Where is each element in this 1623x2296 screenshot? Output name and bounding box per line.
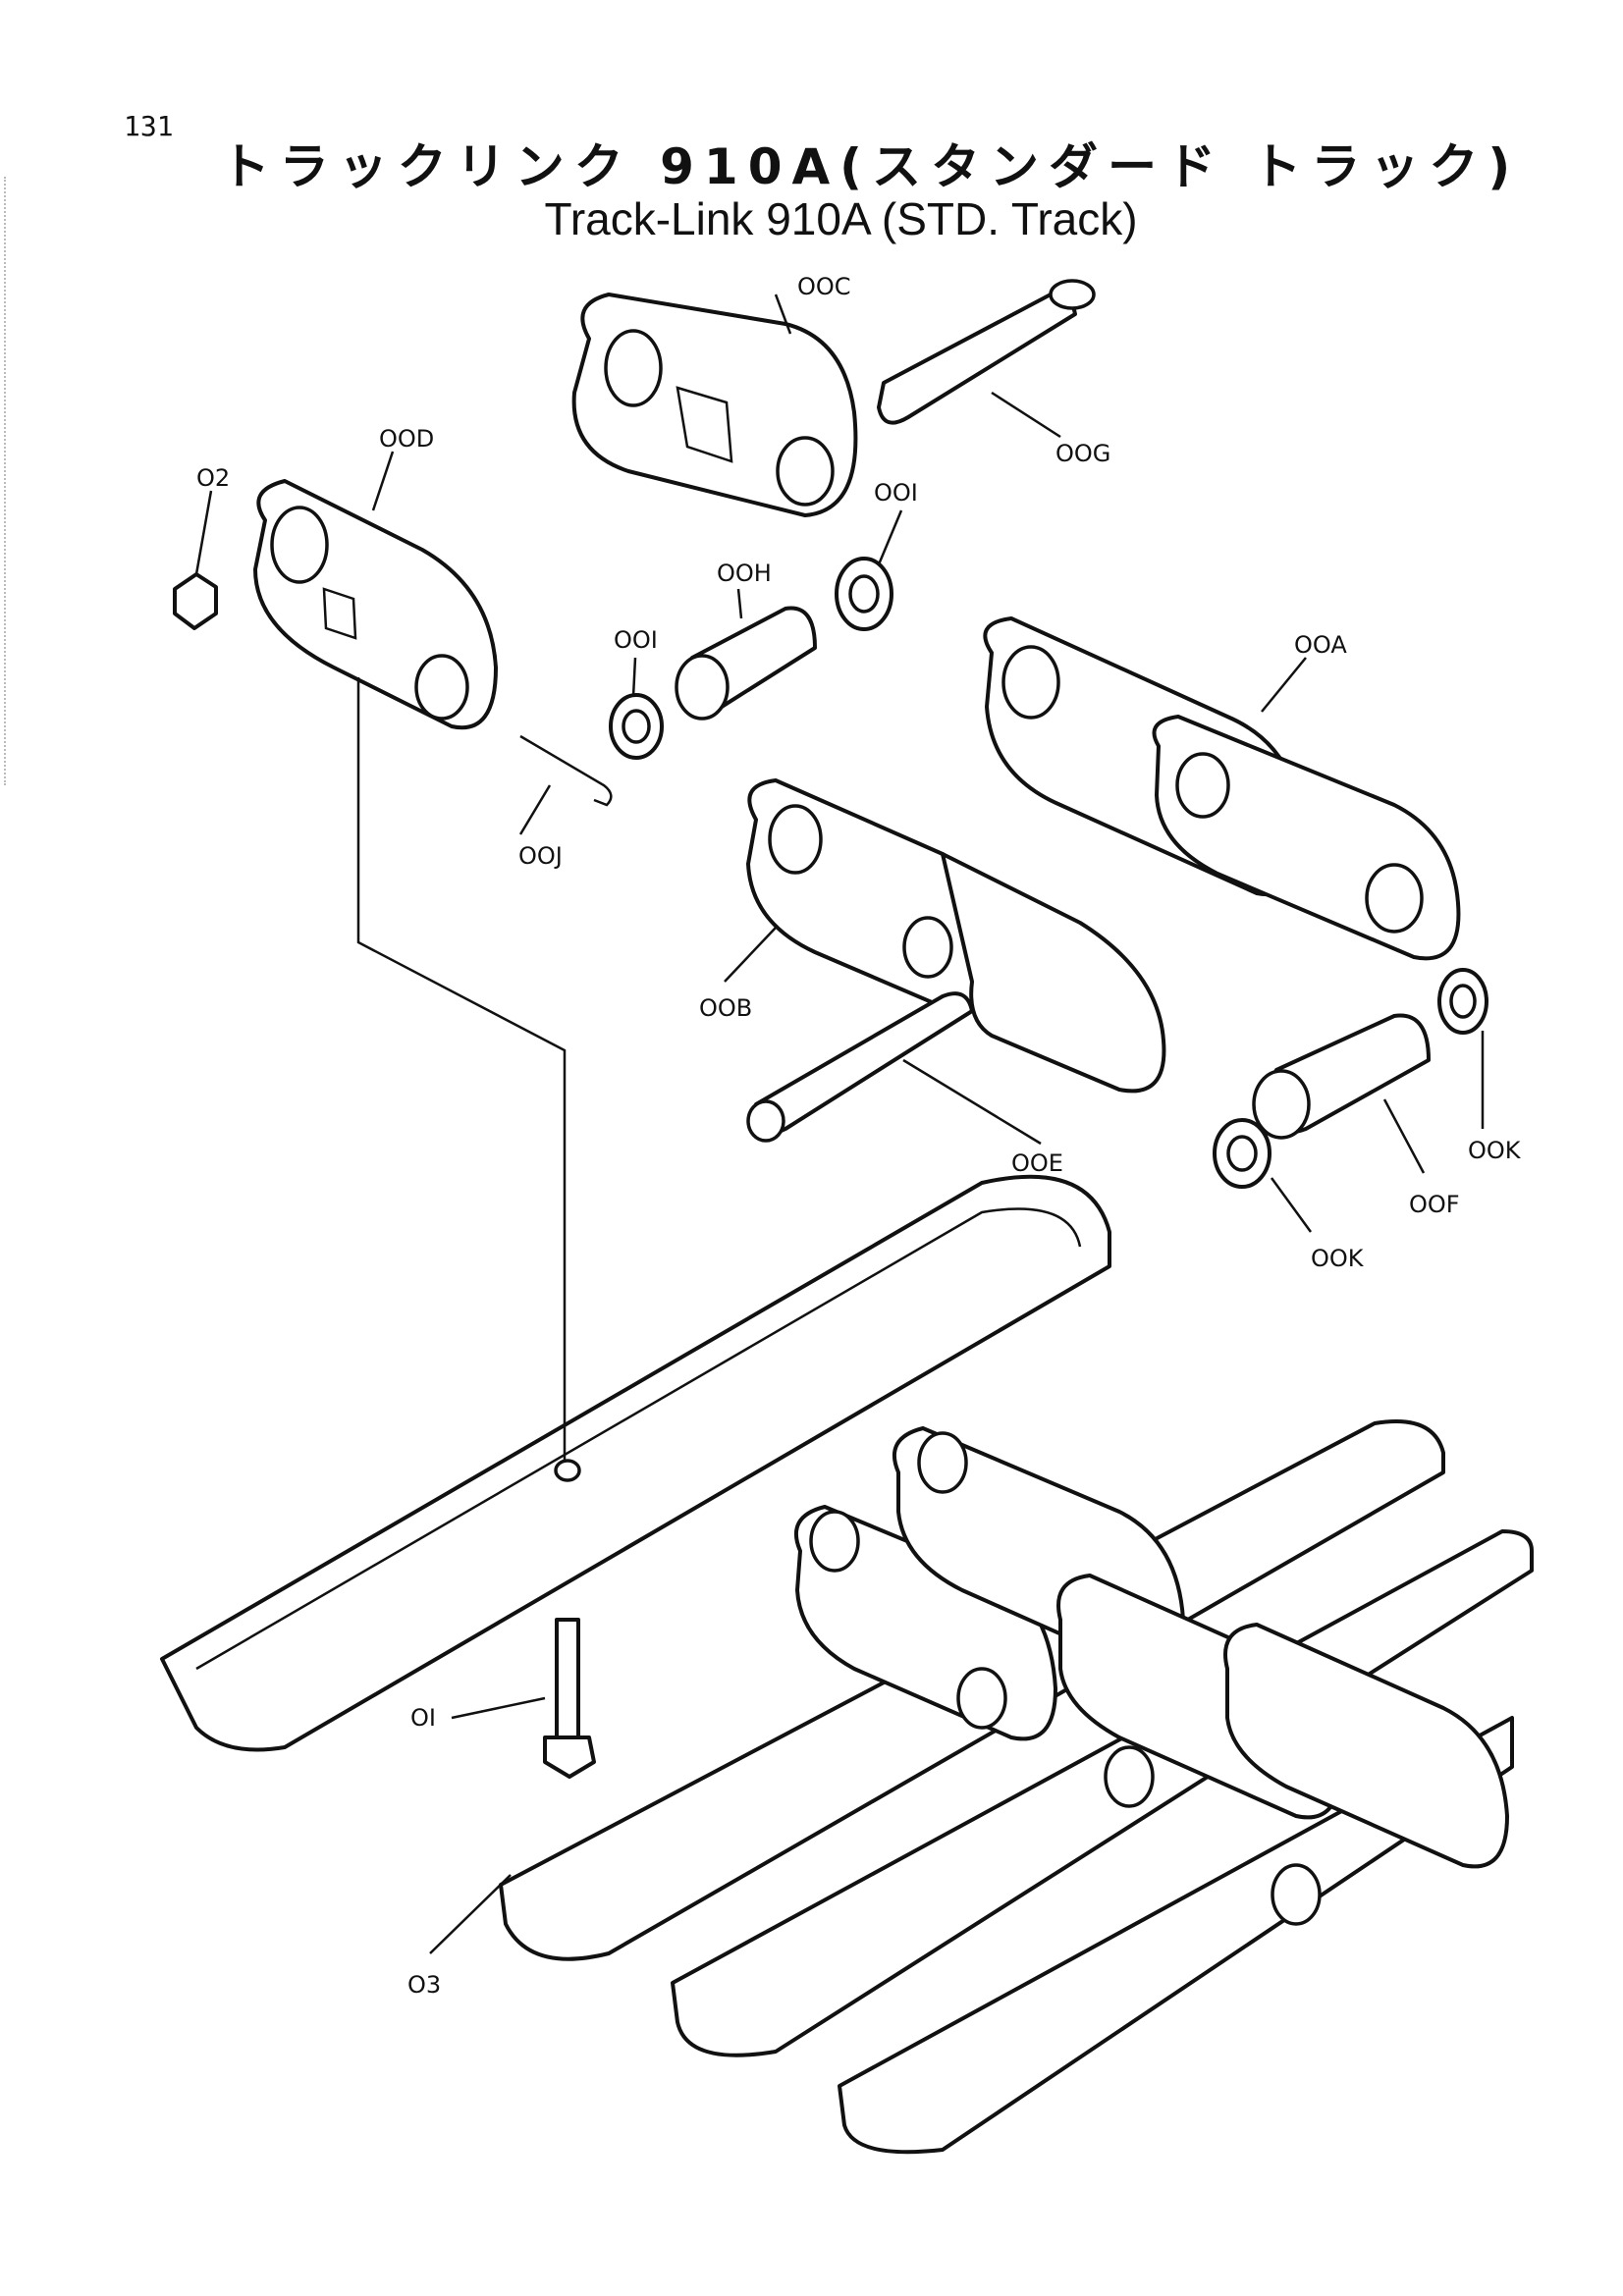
part-pin-00G xyxy=(877,279,1096,425)
title-english: Track-Link 910A (STD. Track) xyxy=(544,193,1138,244)
callout-00K-right: OOK xyxy=(1468,1137,1522,1164)
part-bolt-01 xyxy=(543,1618,596,1779)
leader-lines xyxy=(194,294,1485,1954)
track-assembly xyxy=(499,1419,1534,2155)
callout-00E: OOE xyxy=(1011,1149,1063,1177)
part-link-00B xyxy=(746,778,1166,1094)
callout-00G: OOG xyxy=(1055,440,1110,467)
margin-scan-marks xyxy=(4,177,8,785)
part-nut-02 xyxy=(173,572,218,630)
part-shoe-main xyxy=(160,1174,1111,1752)
title-japanese: トラックリンク 910A(スタンダード トラック) xyxy=(220,138,1521,195)
part-seal-00I-top xyxy=(835,557,893,631)
part-bushing-00F xyxy=(1252,1013,1431,1140)
part-seal-00I-left xyxy=(609,693,664,760)
callout-03: O3 xyxy=(407,1971,441,1999)
callout-00B: OOB xyxy=(699,994,752,1022)
part-seal-00K-bottom xyxy=(1213,1118,1271,1189)
callout-00K-bottom: OOK xyxy=(1311,1245,1365,1272)
page-number: 131 xyxy=(124,110,174,142)
callout-00C: OOC xyxy=(797,273,851,300)
part-link-00D xyxy=(253,479,498,730)
callout-00H: OOH xyxy=(717,560,772,587)
part-bushing-00H xyxy=(675,606,817,721)
callout-00F: OOF xyxy=(1409,1191,1460,1218)
callout-labels: OOC OOG OOD O2 OOI OOH OOI OOA OOJ OOB O… xyxy=(196,273,1522,1999)
part-pin-00J xyxy=(519,734,613,807)
callout-00A: OOA xyxy=(1294,631,1347,659)
callout-00J: OOJ xyxy=(518,842,563,870)
callout-00D: OOD xyxy=(379,425,434,453)
callout-00I-top: OOI xyxy=(874,479,918,507)
part-pin-00E xyxy=(746,991,974,1143)
part-link-00A xyxy=(983,616,1461,961)
part-seal-00K-right xyxy=(1437,968,1488,1035)
part-link-00C xyxy=(571,293,858,517)
callout-00I-left: OOI xyxy=(614,626,658,654)
callout-01: OI xyxy=(410,1704,436,1732)
callout-02: O2 xyxy=(196,464,230,492)
